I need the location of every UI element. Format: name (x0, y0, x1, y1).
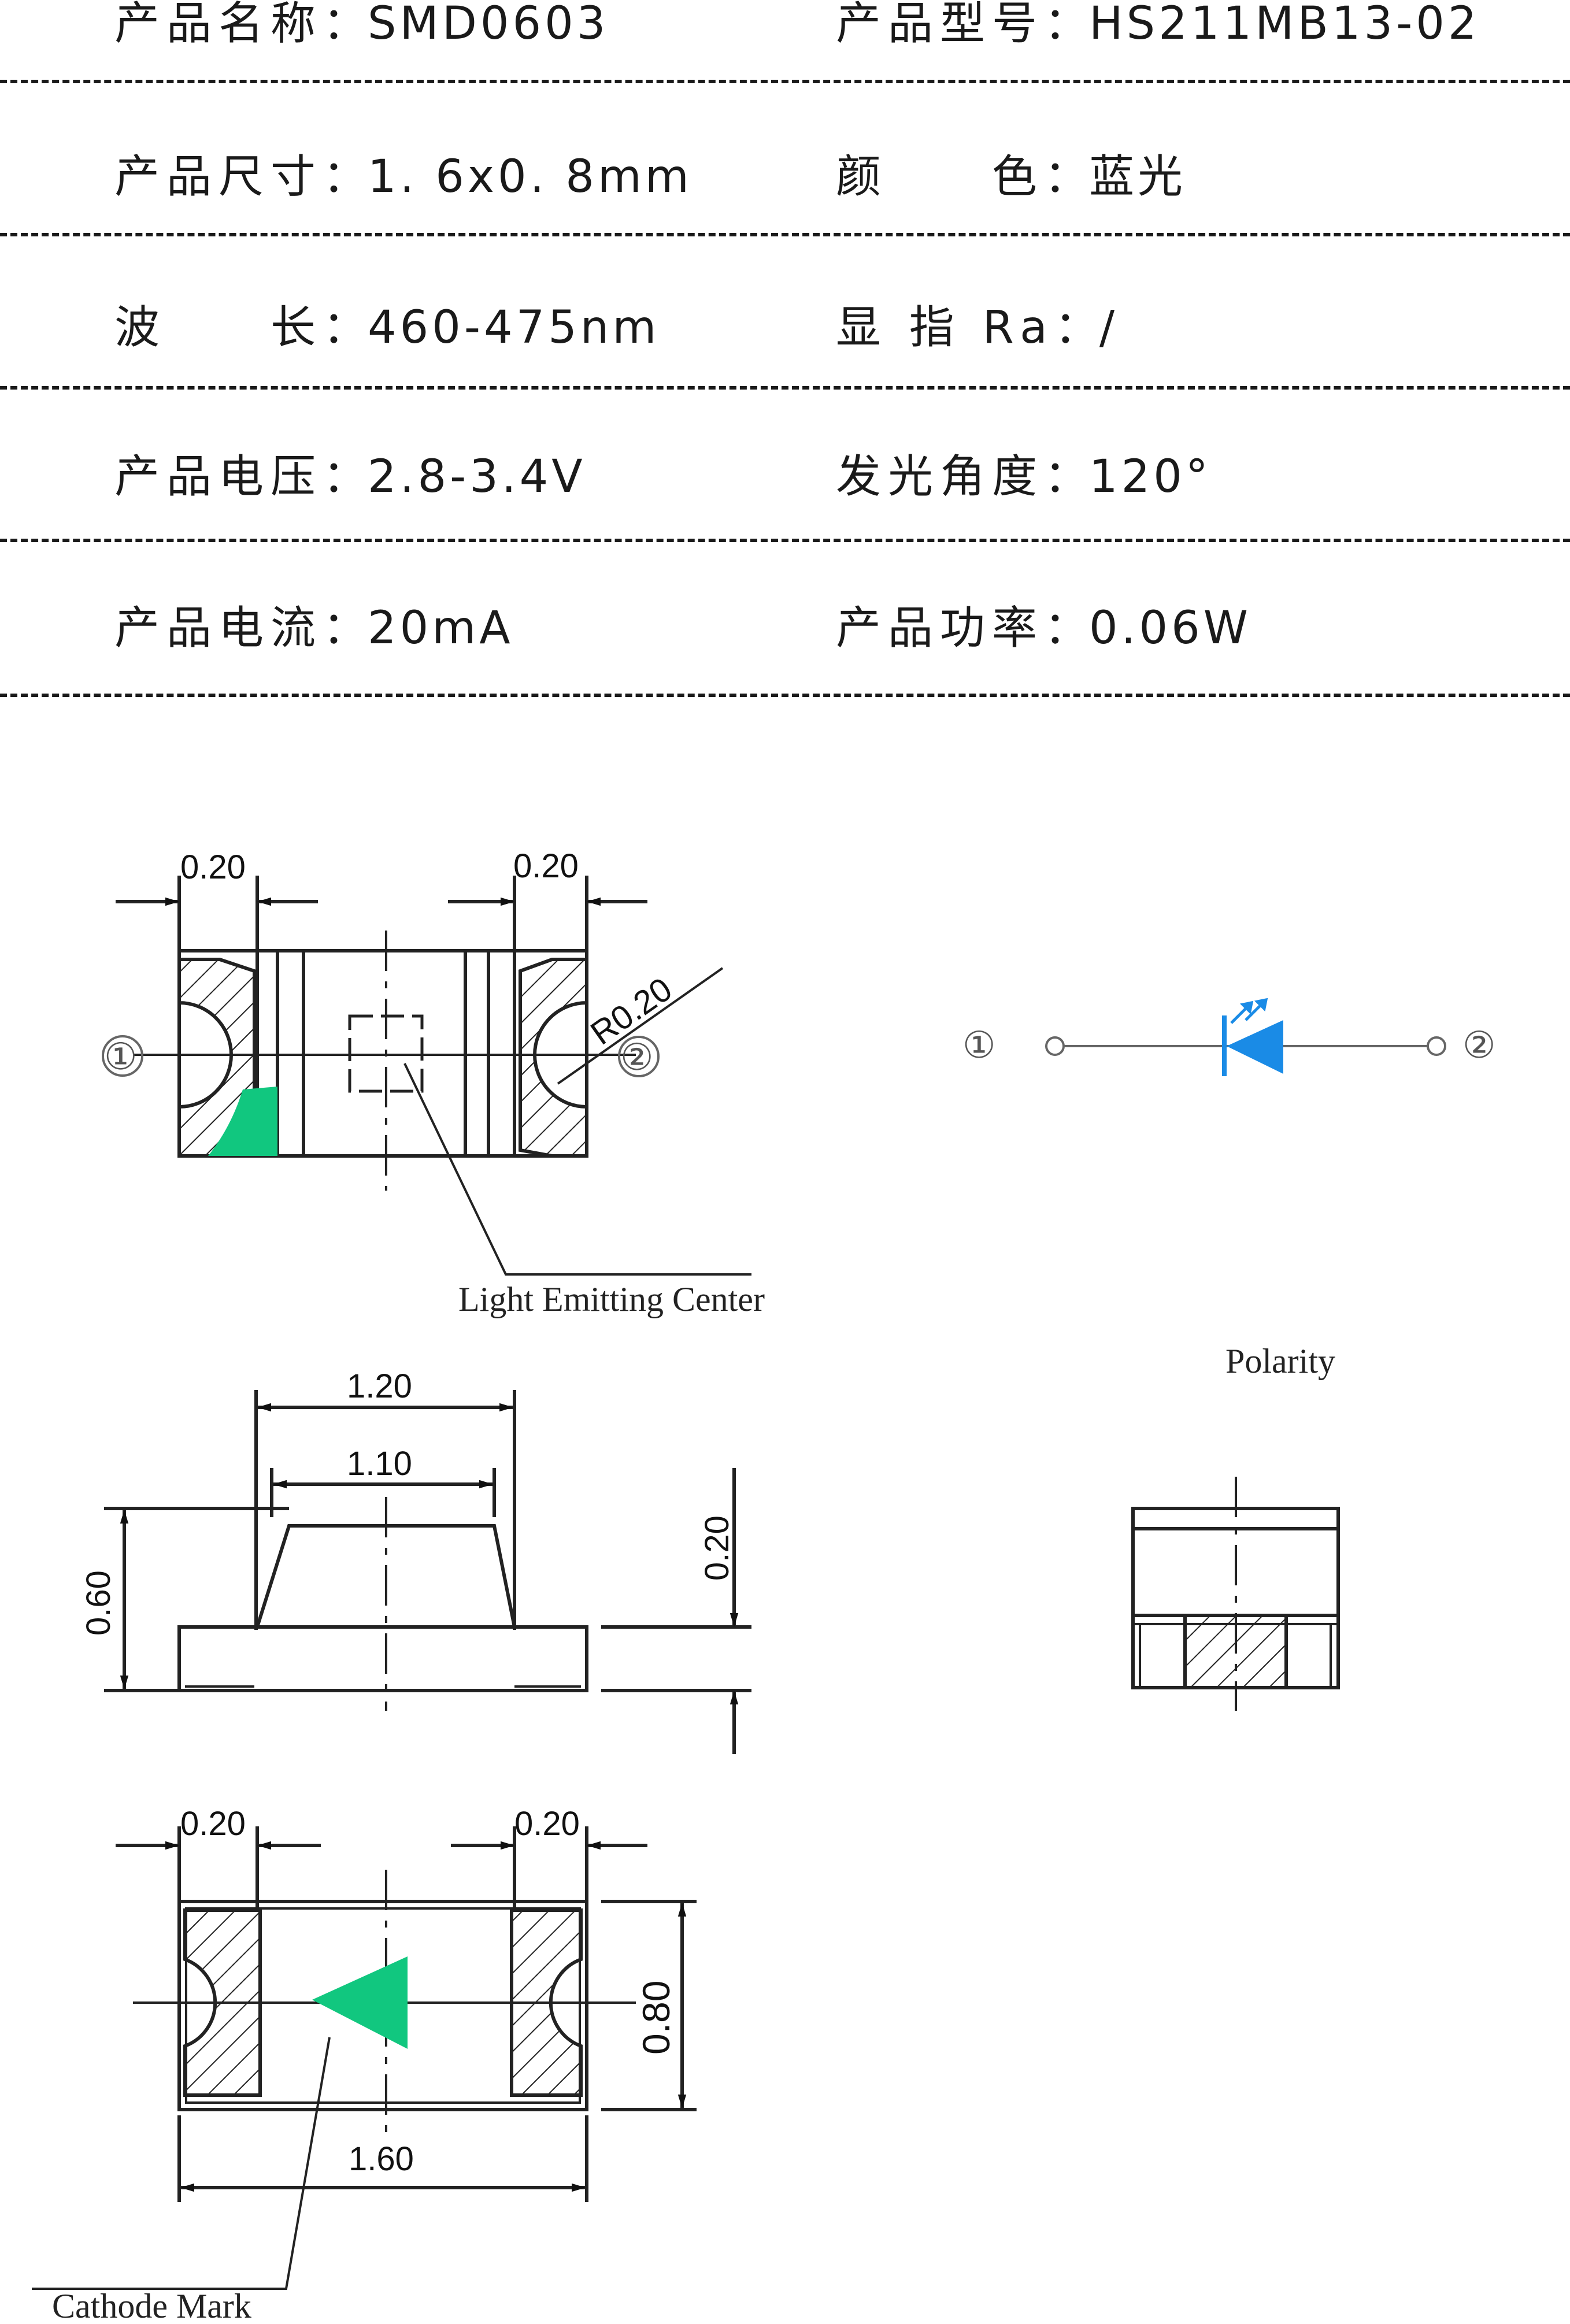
spec-value: HS211MB13-02 (1089, 0, 1480, 50)
spec-value: 460-475nm (368, 302, 660, 354)
spec-separator: ： (323, 302, 368, 354)
dashed-rule (0, 539, 1570, 542)
dim-top-right: 0.20 (513, 847, 579, 885)
dim-height-060: 0.60 (80, 1570, 117, 1636)
spec-separator: ： (1044, 451, 1090, 503)
spec-label: 产品尺寸 (114, 151, 323, 203)
dim-height-080: 0.80 (635, 1981, 677, 2055)
spec-separator: ： (1044, 151, 1090, 203)
spec-label: 波 长 (114, 302, 323, 354)
dim-bottom-right: 0.20 (514, 1805, 580, 1843)
spec-value: 蓝光 (1089, 151, 1187, 203)
terminal-anode-icon (1045, 1036, 1065, 1056)
left-pad-hatched (177, 958, 256, 1158)
spec-row-5: 产品电流：20mA 产品功率：0.06W (0, 606, 1570, 757)
spec-color: 颜 色：蓝光 (836, 154, 1186, 199)
bottom-view (32, 1826, 697, 2290)
spec-value: 20mA (368, 602, 514, 654)
dashed-rule (0, 80, 1570, 83)
right-pad-hatched (519, 958, 588, 1158)
spec-separator: ： (1054, 302, 1099, 354)
spec-voltage: 产品电压：2.8-3.4V (114, 454, 586, 499)
spec-power: 产品功率：0.06W (836, 606, 1251, 651)
spec-separator: ： (323, 602, 368, 654)
spec-wavelength: 波 长：460-475nm (114, 305, 660, 350)
pin2-marker-icon (618, 1036, 660, 1077)
spec-value: 1. 6x0. 8mm (368, 151, 693, 203)
top-pin1-label: ① (104, 1036, 137, 1078)
spec-value: 120° (1089, 451, 1212, 503)
spec-separator: ： (1044, 602, 1090, 654)
spec-value: 2.8-3.4V (368, 451, 586, 503)
polarity-symbol (1045, 998, 1446, 1076)
package-inner-outline (185, 1907, 581, 2104)
dim-bottom-left: 0.20 (180, 1805, 246, 1843)
polarity-pin1-label: ① (962, 1024, 995, 1067)
dim-base-020: 0.20 (698, 1515, 736, 1581)
polarity-pin2-label: ② (1462, 1024, 1495, 1067)
terminal-cathode-icon (1427, 1036, 1446, 1056)
spec-value: / (1099, 302, 1119, 354)
cathode-mark-caption: Cathode Mark (52, 2287, 251, 2324)
light-emission-arrows-icon (1230, 998, 1268, 1024)
spec-label: 发光角度 (836, 451, 1045, 503)
dim-inner-width: 1.10 (347, 1445, 412, 1482)
spec-product-model: 产品型号：HS211MB13-02 (836, 1, 1480, 46)
cathode-leader-line (32, 2037, 331, 2290)
top-view (102, 876, 751, 1276)
spec-current: 产品电流：20mA (114, 606, 514, 651)
spec-label: 产品功率 (836, 602, 1045, 654)
base-plate (177, 1625, 588, 1692)
dashed-rule (0, 386, 1570, 390)
spec-label: 显 指 Ra (836, 302, 1054, 354)
dim-outer-width: 1.20 (347, 1367, 412, 1405)
spec-label: 产品电流 (114, 602, 323, 654)
dashed-rule (0, 694, 1570, 697)
dim-width-160: 1.60 (349, 2140, 414, 2178)
led-diode-icon (1227, 1020, 1283, 1074)
dim-top-left: 0.20 (180, 848, 246, 886)
spec-separator: ： (323, 151, 368, 203)
pin1-marker-icon (102, 1035, 143, 1077)
spec-row-3: 波 长：460-475nm 显 指 Ra：/ (0, 303, 1570, 454)
spec-cri: 显 指 Ra：/ (836, 305, 1118, 350)
spec-label: 产品名称 (114, 0, 323, 50)
lens-outline (256, 1524, 516, 1628)
spec-value: SMD0603 (368, 0, 609, 50)
package-outline (177, 949, 588, 1158)
spec-row-2: 产品尺寸：1. 6x0. 8mm 颜 色：蓝光 (0, 151, 1570, 303)
dashed-rule (0, 233, 1570, 236)
package-outline (177, 1900, 588, 2111)
end-view (1131, 1477, 1340, 1711)
radius-leader (557, 967, 724, 1085)
spec-separator: ： (323, 451, 368, 503)
spec-label: 产品型号 (836, 0, 1045, 50)
spec-row-4: 产品电压：2.8-3.4V 发光角度：120° (0, 454, 1570, 606)
leader-line (403, 1063, 751, 1276)
spec-separator: ： (1044, 0, 1090, 50)
top-pin2-label: ② (620, 1036, 653, 1079)
spec-product-name: 产品名称：SMD0603 (114, 1, 609, 46)
spec-row-1: 产品名称：SMD0603 产品型号：HS211MB13-02 (0, 0, 1570, 151)
side-view (104, 1390, 751, 1754)
spec-table: 产品名称：SMD0603 产品型号：HS211MB13-02 产品尺寸：1. 6… (0, 0, 1570, 705)
cathode-corner-fill (208, 1087, 277, 1156)
spec-label: 产品电压 (114, 451, 323, 503)
spec-product-size: 产品尺寸：1. 6x0. 8mm (114, 154, 693, 199)
spec-view-angle: 发光角度：120° (836, 454, 1212, 499)
spec-separator: ： (323, 0, 368, 50)
light-emitting-center-caption: Light Emitting Center (458, 1280, 765, 1318)
light-emitting-center-box (348, 1014, 424, 1093)
spec-label: 颜 色 (836, 151, 1045, 203)
cathode-mark-triangle-icon (312, 1956, 408, 2049)
spec-value: 0.06W (1089, 602, 1251, 654)
polarity-caption: Polarity (1225, 1342, 1335, 1380)
